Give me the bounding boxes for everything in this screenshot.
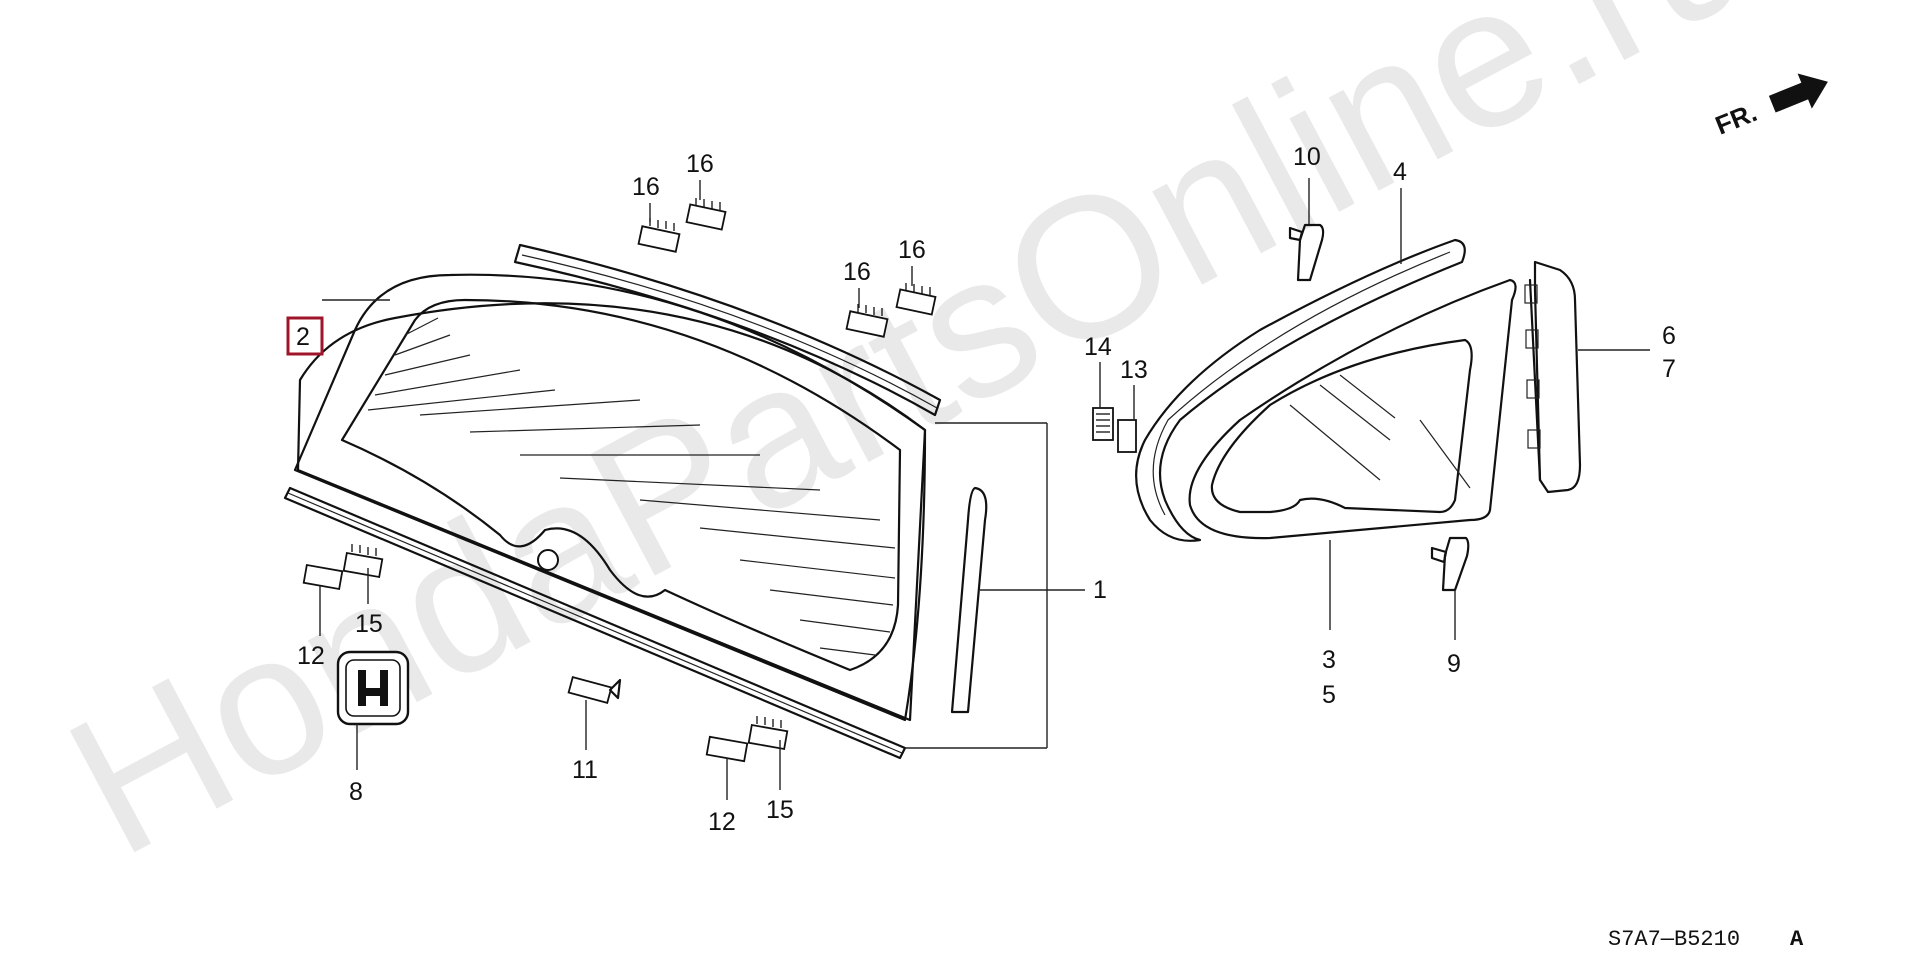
callout-14[interactable]: 14 — [1084, 333, 1112, 361]
callout-9[interactable]: 9 — [1447, 650, 1461, 678]
callout-2[interactable]: 2 — [296, 323, 310, 351]
clip-12-left[interactable] — [302, 563, 344, 591]
clip-15-right[interactable] — [747, 716, 789, 751]
diagram-code: S7A7—B5210 A — [1608, 927, 1804, 952]
clip-13[interactable] — [1117, 419, 1137, 453]
callout-15-left[interactable]: 15 — [355, 610, 383, 638]
callouts: 2 1 16 16 16 16 12 15 8 11 12 15 14 13 1… — [286, 143, 1676, 836]
clip-16-c[interactable] — [845, 304, 889, 338]
quarter-glass[interactable] — [1188, 278, 1517, 540]
clip-16-a[interactable] — [637, 218, 681, 253]
callout-8[interactable]: 8 — [349, 778, 363, 806]
pillar-garnish[interactable] — [1524, 260, 1582, 494]
callout-12-right[interactable]: 12 — [708, 808, 736, 836]
clip-11[interactable] — [567, 675, 622, 705]
side-molding[interactable] — [950, 486, 988, 714]
front-direction-indicator: FR. — [1711, 73, 1828, 141]
rear-windshield[interactable] — [293, 273, 927, 722]
clip-12-right[interactable] — [705, 735, 749, 763]
callout-10[interactable]: 10 — [1293, 143, 1321, 171]
lower-molding[interactable] — [283, 486, 907, 760]
clip-10[interactable] — [1288, 223, 1325, 282]
callout-1[interactable]: 1 — [1093, 576, 1107, 604]
callout-6[interactable]: 6 — [1662, 322, 1676, 350]
highlight-box-part-2[interactable] — [286, 316, 324, 356]
clip-16-b[interactable] — [685, 198, 727, 231]
callout-7[interactable]: 7 — [1662, 355, 1676, 383]
diagram-code-suffix: A — [1790, 927, 1804, 952]
diagram-code-text: S7A7—B5210 — [1608, 927, 1740, 952]
fr-label: FR. — [1711, 97, 1761, 141]
callout-16-d[interactable]: 16 — [898, 236, 926, 264]
clip-14[interactable] — [1092, 407, 1114, 441]
callout-16-c[interactable]: 16 — [843, 258, 871, 286]
callout-3[interactable]: 3 — [1322, 646, 1336, 674]
callout-12-left[interactable]: 12 — [297, 642, 325, 670]
callout-4[interactable]: 4 — [1393, 158, 1407, 186]
clip-15-left[interactable] — [342, 544, 384, 579]
quarter-molding[interactable] — [1135, 238, 1466, 542]
callout-5[interactable]: 5 — [1322, 681, 1336, 709]
callout-13[interactable]: 13 — [1120, 356, 1148, 384]
callout-15-right[interactable]: 15 — [766, 796, 794, 824]
clip-16-d[interactable] — [895, 283, 937, 316]
clip-9[interactable] — [1430, 536, 1470, 592]
callout-11[interactable]: 11 — [572, 756, 598, 784]
leader-lines — [319, 178, 1650, 800]
callout-16-a[interactable]: 16 — [632, 173, 660, 201]
front-arrow-icon — [1768, 73, 1828, 113]
defrost-terminal — [537, 549, 559, 571]
honda-emblem[interactable] — [336, 650, 410, 726]
callout-16-b[interactable]: 16 — [686, 150, 714, 178]
defroster-lines — [367, 317, 896, 656]
upper-molding[interactable] — [513, 243, 942, 417]
